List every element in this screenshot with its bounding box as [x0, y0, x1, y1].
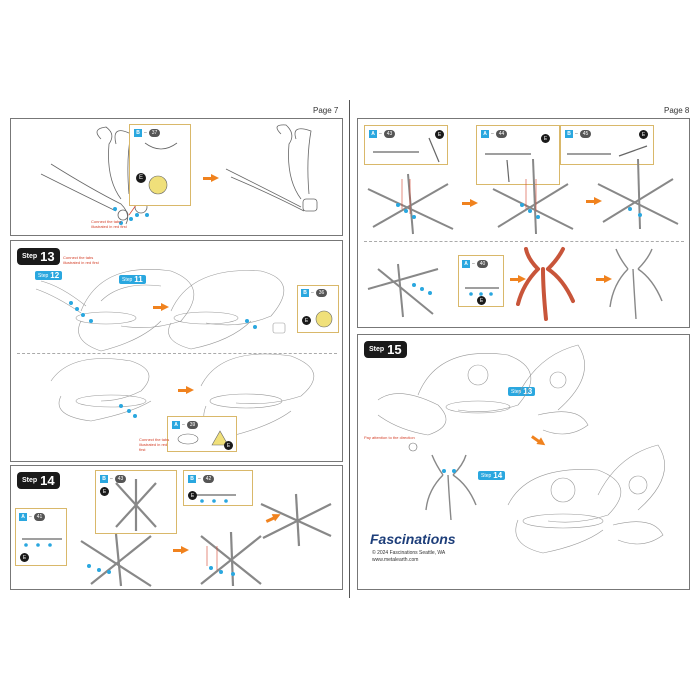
callout-p8-a: A – 43 E: [364, 125, 448, 165]
tool-e-icon: E: [136, 173, 146, 183]
step-badge-14: Step 14: [17, 472, 60, 489]
step-badge-15: Step 15: [364, 341, 407, 358]
panel-p7-top: B – 37 E Connect the tabs illustrated in…: [10, 118, 343, 236]
final-butterfly-illustration: [377, 344, 665, 554]
website-url: www.metalearth.com: [372, 557, 419, 563]
callout-p8-c: B – 45 E: [560, 125, 654, 165]
panel-p8-top: A – 43 E A – 44 E B – 45 E: [357, 118, 690, 328]
tool-e-icon: E: [100, 487, 109, 496]
page-number-left: Page 7: [313, 106, 339, 115]
tool-e-icon: E: [20, 553, 29, 562]
direction-note: Pay attention to the direction: [364, 435, 415, 440]
connect-note: Connect the tabs illustrated in red firs…: [91, 219, 127, 229]
next-arrow-icon: [153, 303, 169, 311]
callout-step-13b: A – 39 E: [167, 416, 237, 452]
tool-e-icon: E: [477, 296, 486, 305]
tool-e-icon: E: [435, 130, 444, 139]
next-arrow-icon: [586, 197, 602, 205]
callout-step-13: B – 36 E: [297, 285, 339, 333]
callout-p8-d: A – 40 E: [458, 255, 504, 307]
part-chip-b37: B – 37: [134, 129, 161, 137]
legs-assembly-illustration: [80, 493, 332, 587]
page-divider: [349, 100, 350, 598]
tool-e-icon: E: [224, 441, 233, 450]
tool-e-icon: E: [188, 491, 197, 500]
next-arrow-icon: [596, 275, 612, 283]
part-chip-b42: B – 42: [188, 475, 215, 483]
part-chip-a40: A – 40: [462, 260, 489, 268]
part-chip-a43: A – 43: [369, 130, 396, 138]
brand-logo: Fascinations: [370, 531, 456, 547]
legs-frame-illustration: [367, 158, 679, 321]
tool-e-icon: E: [639, 130, 648, 139]
section-divider: [17, 353, 337, 354]
panel-step-14: Step 14 A – 41 E B – 43 E: [10, 465, 343, 590]
connect-note: Connect the tabs illustrated in red firs…: [63, 255, 99, 265]
page-number-right: Page 8: [664, 106, 690, 115]
part-chip-b43: B – 43: [100, 475, 127, 483]
callout-p7-top: B – 37 E: [129, 124, 191, 206]
tool-e-icon: E: [541, 134, 550, 143]
connect-note: Connect the tabs illustrated in red firs…: [139, 437, 170, 452]
next-arrow-icon: [173, 546, 189, 554]
next-arrow-icon: [510, 275, 526, 283]
next-arrow-icon: [462, 199, 478, 207]
part-chip-a41: A – 41: [19, 513, 46, 521]
section-divider: [364, 241, 684, 242]
next-arrow-icon: [203, 174, 219, 182]
tool-e-icon: E: [302, 316, 311, 325]
part-chip-a39: A – 39: [172, 421, 199, 429]
antenna-assembly-illustration: [40, 124, 318, 225]
next-arrow-icon: [178, 386, 194, 394]
callout-p8-b: A – 44 E: [476, 125, 560, 185]
part-chip-a44: A – 44: [481, 130, 508, 138]
part-chip-b45: B – 45: [565, 130, 592, 138]
copyright-text: © 2024 Fascinations Seattle, WA: [372, 550, 446, 556]
callout-step-14c: B – 42 E: [183, 470, 253, 506]
callout-step-14b: B – 43 E: [95, 470, 177, 534]
step-badge-13: Step 13: [17, 248, 60, 265]
part-chip-b36: B – 36: [301, 289, 328, 297]
callout-step-14a: A – 41 E: [15, 508, 67, 566]
